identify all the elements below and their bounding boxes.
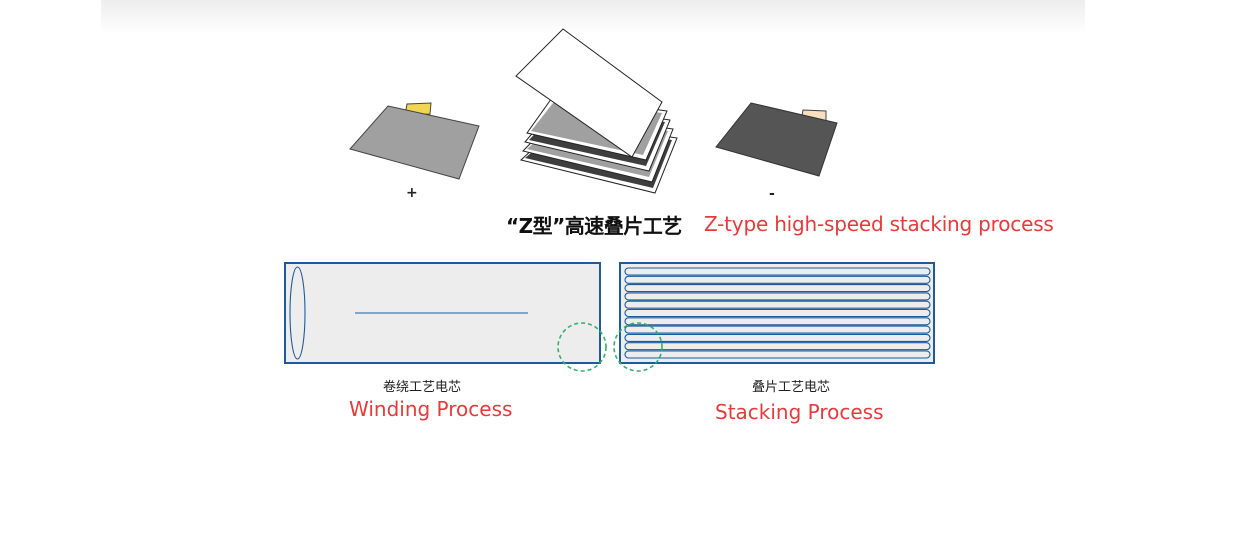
stacking-layer: [624, 267, 931, 276]
stacking-layer: [624, 284, 931, 293]
negative-electrode-sheet: [715, 102, 838, 177]
stacking-title-cn: “Z型”高速叠片工艺: [506, 214, 682, 238]
stacking-layer: [624, 333, 931, 342]
stacking-layers: [624, 267, 931, 359]
winding-cell: [284, 262, 601, 364]
top-gradient-band: [101, 0, 1085, 34]
winding-coils: [289, 266, 528, 360]
stacking-label-en: Stacking Process: [715, 400, 884, 424]
stacking-label-cn: 叠片工艺电芯: [752, 380, 831, 395]
z-stack-sheets: [515, 28, 678, 194]
stacking-title-en: Z-type high-speed stacking process: [704, 212, 1054, 236]
stacking-layer: [624, 342, 931, 351]
stacking-cell: [619, 262, 935, 364]
positive-sign-label: +: [406, 185, 418, 201]
winding-coil-loop: [289, 266, 306, 360]
negative-plate: [715, 102, 838, 177]
winding-label-en: Winding Process: [349, 397, 513, 421]
stacking-layer: [624, 275, 931, 284]
stacking-layer: [624, 308, 931, 318]
stacking-layer: [624, 317, 931, 326]
positive-electrode-sheet: [349, 102, 480, 180]
positive-plate: [349, 105, 480, 180]
negative-sign-label: -: [769, 186, 775, 202]
winding-corner-highlight: [557, 322, 607, 372]
stacking-layer: [624, 300, 931, 309]
stacking-cell-body: [619, 262, 935, 364]
winding-label-cn: 卷绕工艺电芯: [383, 380, 462, 395]
stacking-layer: [624, 325, 931, 334]
stacking-layer: [624, 350, 931, 359]
stacking-corner-highlight: [613, 322, 663, 372]
stack-top-sheet: [515, 28, 663, 158]
stacking-layer: [624, 292, 931, 301]
